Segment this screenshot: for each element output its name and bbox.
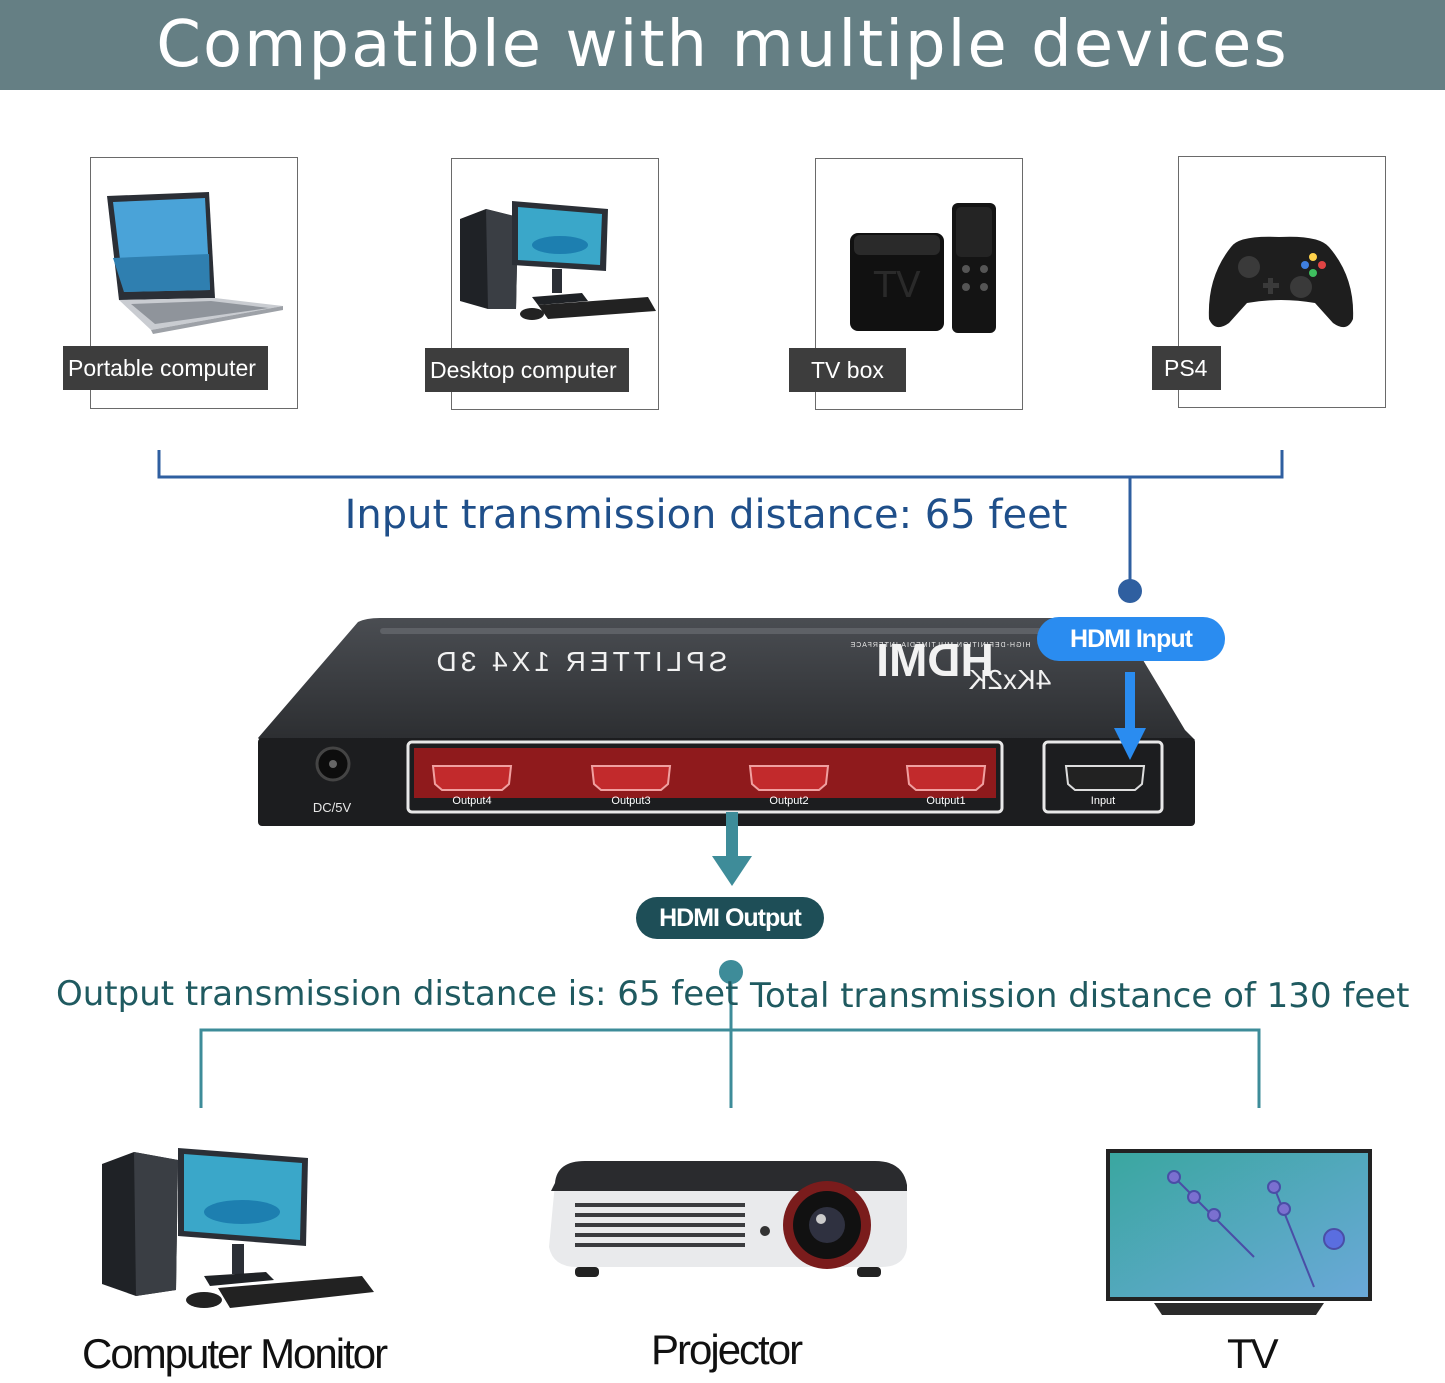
- device-product-name: SPLITTER 1X4 3D: [432, 646, 728, 677]
- output-arrow-icon: [712, 812, 752, 886]
- hdmi-port-input: [1064, 765, 1146, 791]
- hdmi-input-badge: HDMI Input: [1037, 617, 1225, 661]
- port-label-input: Input: [1090, 795, 1116, 807]
- source-label-ps4: PS4: [1152, 346, 1222, 390]
- input-arrow-icon: [1114, 672, 1146, 760]
- port-label-output1: Output1: [926, 795, 966, 807]
- port-label-output2: Output2: [769, 795, 809, 807]
- source-label-desktop-computer: Desktop computer: [425, 348, 629, 392]
- laptop-icon: [107, 192, 283, 334]
- source-card-laptop: [90, 157, 298, 409]
- tv-box-icon: TV: [850, 203, 996, 333]
- hdmi-port-output3: [590, 765, 672, 791]
- hdmi-splitter-device: [258, 618, 1195, 826]
- computer-monitor-icon: [102, 1148, 374, 1308]
- projector-icon: [549, 1161, 907, 1277]
- source-label-portable-computer: Portable computer: [63, 346, 268, 390]
- output-distance-text: Output transmission distance is: 65 feet: [56, 974, 739, 1014]
- header-banner: Compatible with multiple devices: [0, 0, 1445, 90]
- port-label-output3: Output3: [611, 795, 651, 807]
- output-connector-lines: [199, 960, 1261, 1108]
- hdmi-port-output1: [905, 765, 987, 791]
- total-distance-text: Total transmission distance of 130 feet: [750, 976, 1410, 1016]
- port-label-output4: Output4: [452, 795, 492, 807]
- destination-label-computer-monitor: Computer Monitor: [82, 1330, 388, 1377]
- power-port-label: DC/5V: [312, 800, 352, 815]
- desktop-computer-icon: [460, 201, 656, 320]
- tv-icon: [1106, 1149, 1372, 1315]
- svg-text:TV: TV: [873, 265, 921, 306]
- device-model: 4Kx2K: [968, 664, 1052, 695]
- hdmi-port-output4: [431, 765, 513, 791]
- hdmi-port-output2: [748, 765, 830, 791]
- destination-label-projector: Projector: [651, 1326, 803, 1373]
- input-connector-lines: [157, 450, 1284, 603]
- input-distance-text: Input transmission distance: 65 feet: [344, 492, 1068, 538]
- game-controller-icon: [1208, 236, 1354, 328]
- destination-label-tv: TV: [1227, 1330, 1279, 1377]
- source-label-tv-box: TV box: [789, 348, 906, 392]
- hdmi-output-badge: HDMI Output: [636, 897, 824, 939]
- page-title: Compatible with multiple devices: [156, 8, 1289, 82]
